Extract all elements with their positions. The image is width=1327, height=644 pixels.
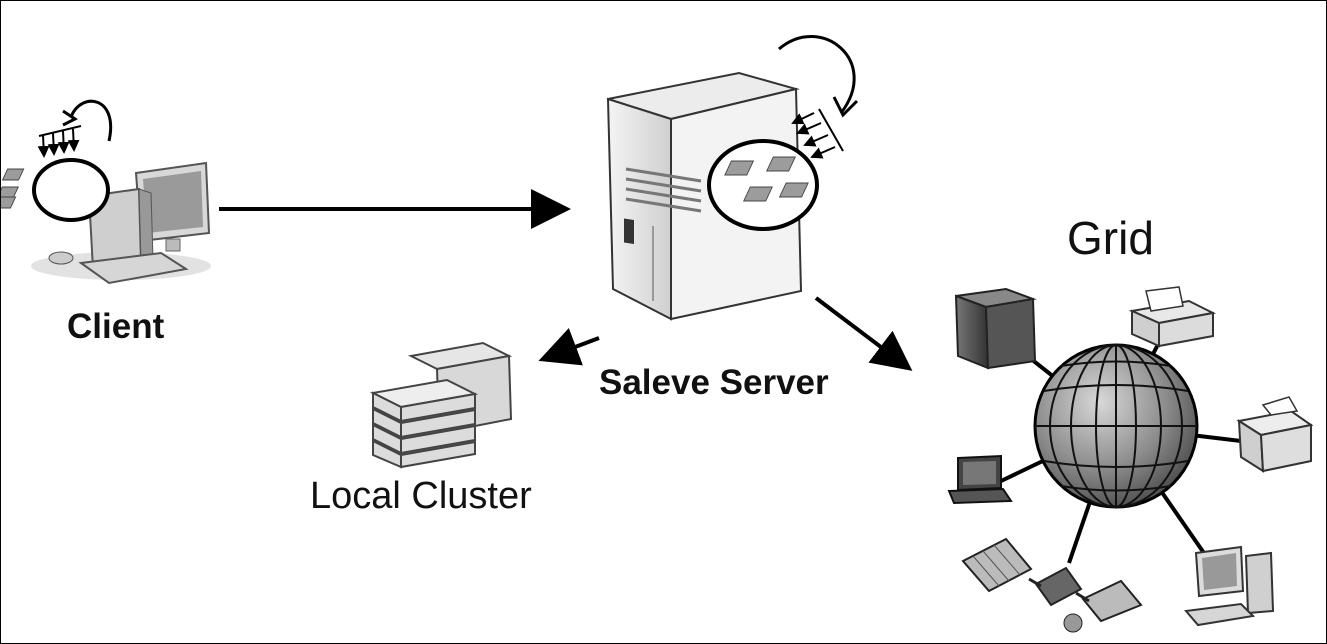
client-computer-icon bbox=[1, 99, 211, 285]
grid-network-icon bbox=[947, 286, 1314, 633]
server-tower-icon bbox=[606, 35, 859, 321]
grid-label: Grid bbox=[1067, 212, 1154, 264]
laptop-icon bbox=[947, 454, 1013, 505]
globe-icon bbox=[1033, 343, 1199, 509]
satellite-icon bbox=[961, 537, 1143, 633]
desktop-computer-icon bbox=[1184, 545, 1275, 627]
cluster-label: Local Cluster bbox=[310, 475, 532, 517]
arrow-server-to-cluster bbox=[538, 327, 600, 366]
arrow-server-to-grid bbox=[814, 296, 913, 371]
client-label: Client bbox=[67, 307, 165, 346]
local-cluster-icon bbox=[369, 341, 513, 469]
laser-printer-icon bbox=[1236, 396, 1314, 473]
grid-tower-computer-icon bbox=[954, 287, 1037, 370]
printer-icon bbox=[1128, 286, 1217, 348]
server-label: Saleve Server bbox=[599, 363, 829, 402]
